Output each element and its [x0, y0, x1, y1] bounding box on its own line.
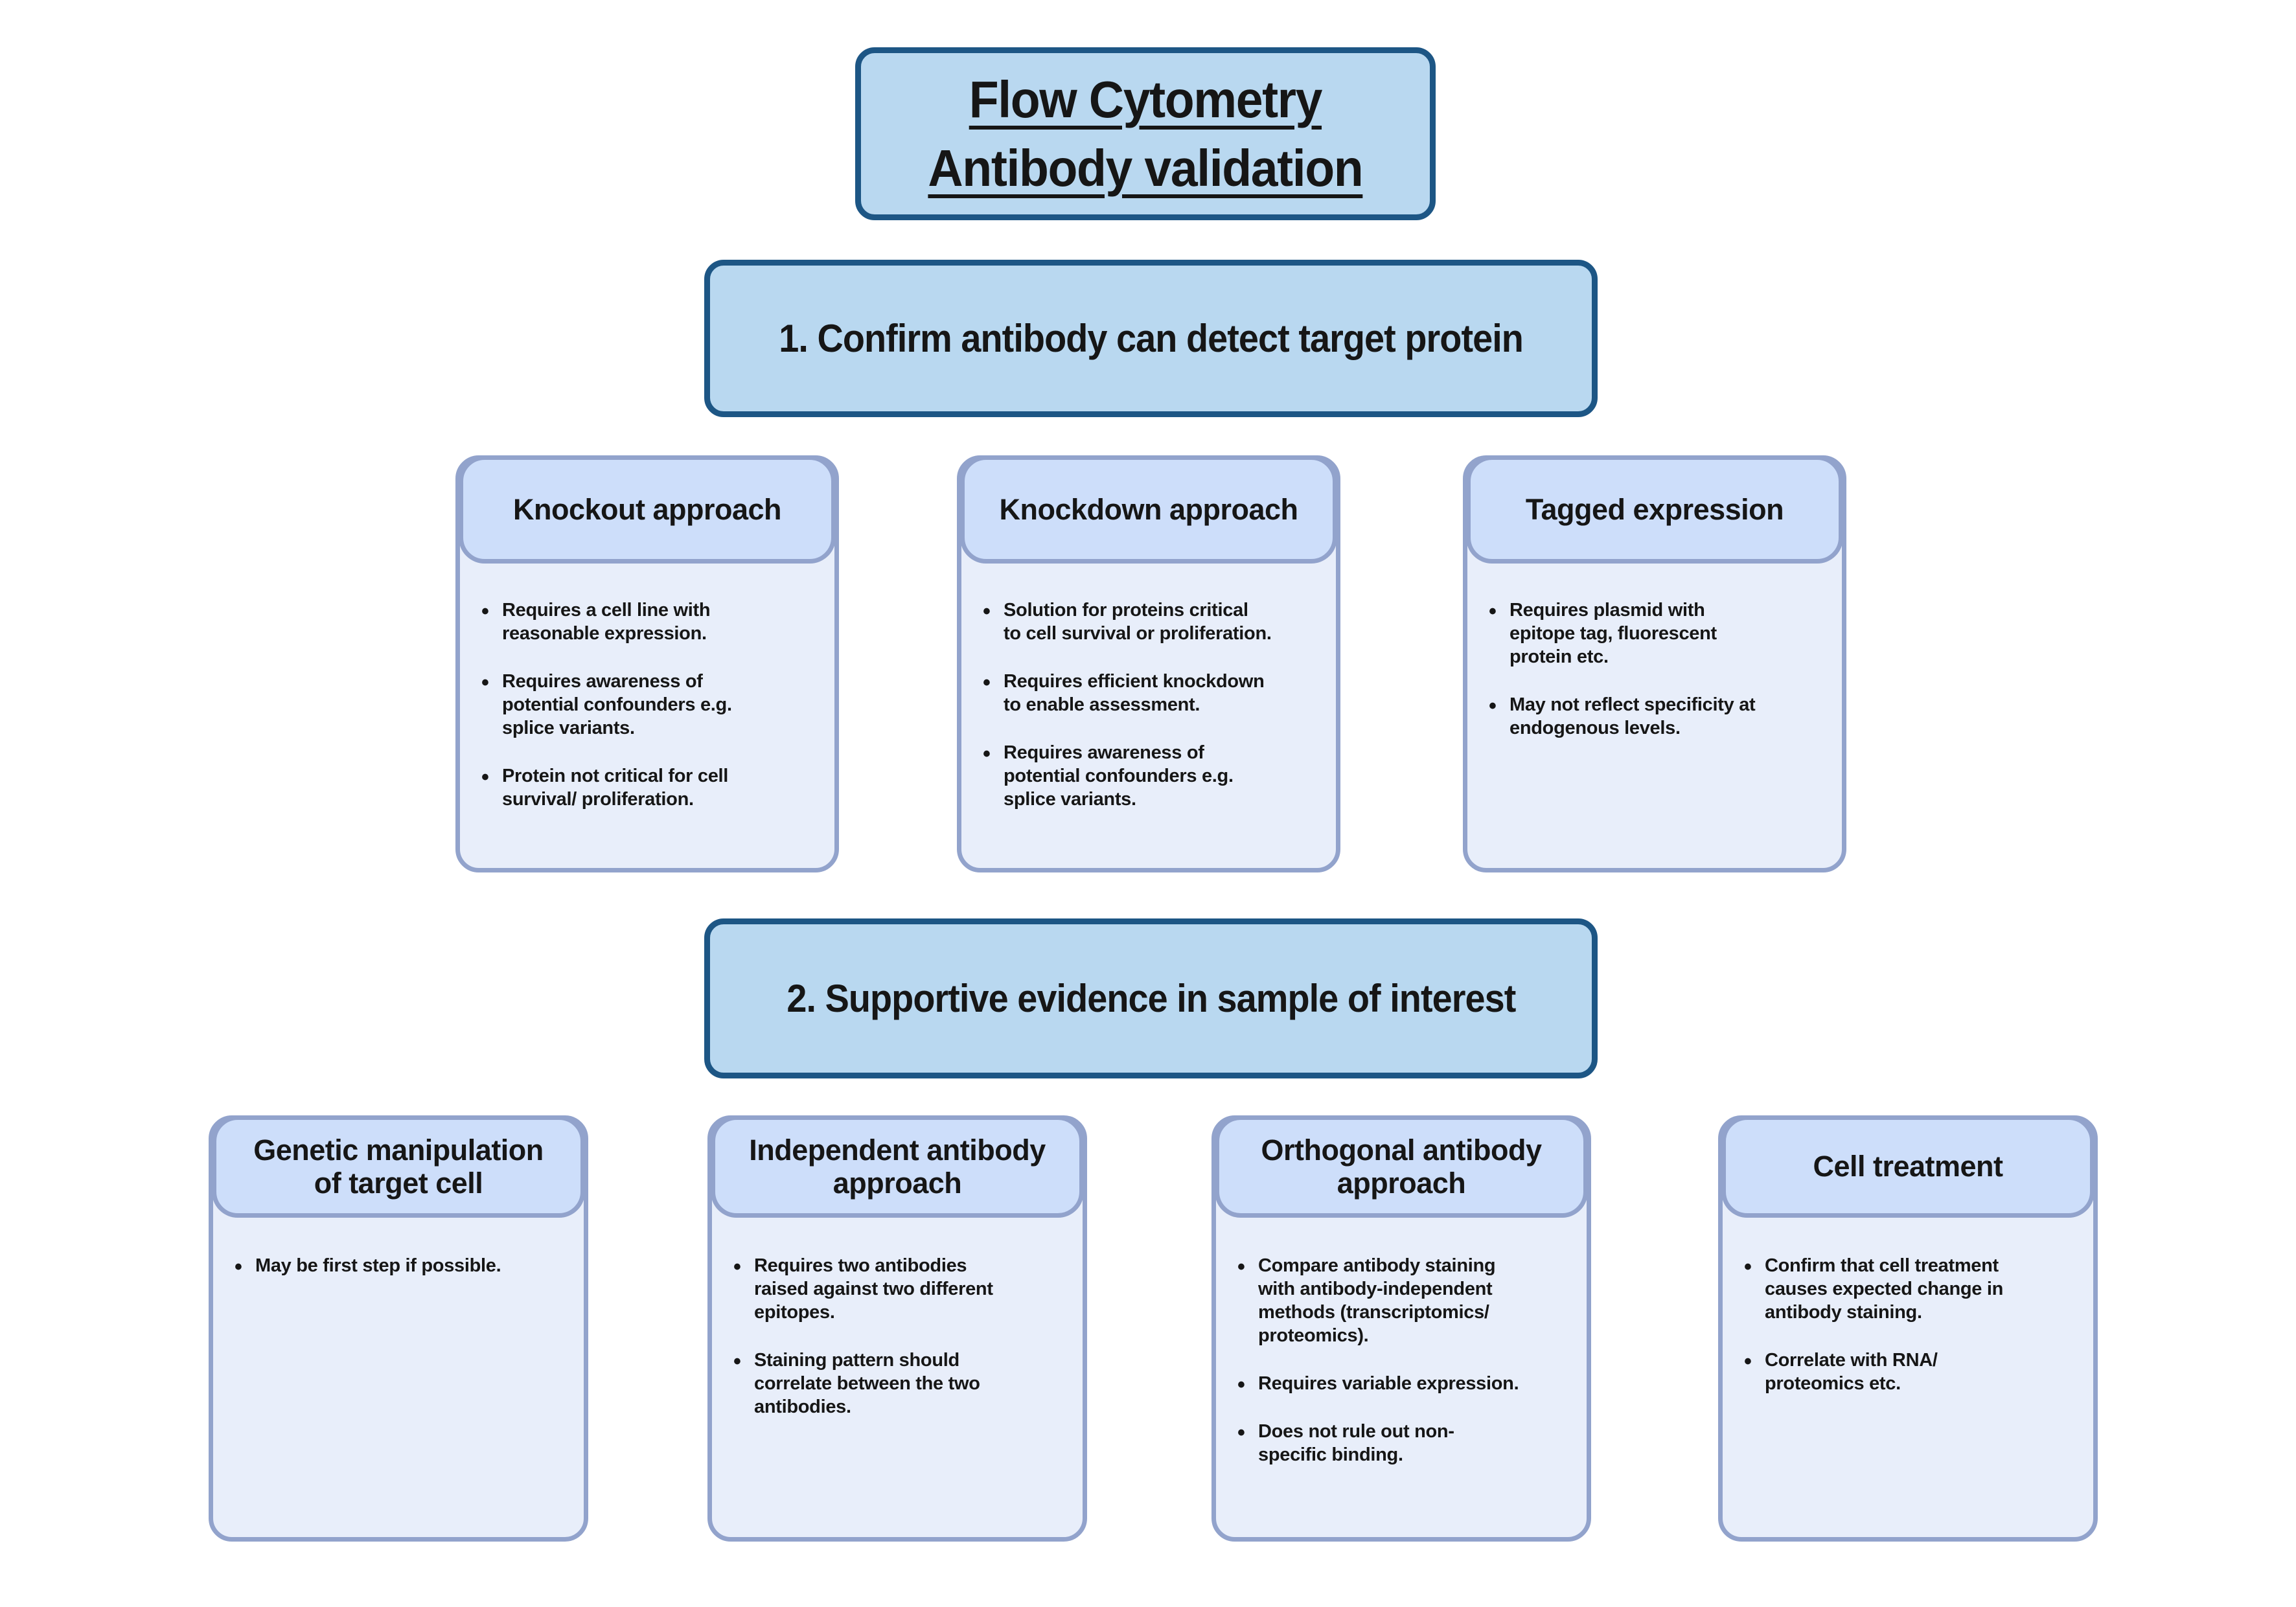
- card-knockout-approach: Knockout approach Requires a cell line w…: [455, 455, 839, 872]
- card-header: Tagged expression: [1466, 455, 1843, 564]
- card-orthogonal-antibody: Orthogonal antibody approach Compare ant…: [1211, 1115, 1591, 1542]
- bullet-list: Requires two antibodies raised against t…: [707, 1253, 1087, 1444]
- bullet-item: Protein not critical for cell survival/ …: [481, 764, 829, 812]
- section-1-label: 1. Confirm antibody can detect target pr…: [779, 317, 1524, 360]
- bullet-item: Requires efficient knockdown to enable a…: [983, 669, 1330, 717]
- bullet-item: Confirm that cell treatment causes expec…: [1744, 1253, 2087, 1325]
- bullet-item: Requires plasmid with epitope tag, fluor…: [1489, 598, 1836, 669]
- bullet-item: May be first step if possible.: [235, 1253, 578, 1281]
- card-knockdown-approach: Knockdown approach Solution for proteins…: [957, 455, 1340, 872]
- card-header-label: Orthogonal antibody approach: [1261, 1133, 1542, 1200]
- card-genetic-manipulation: Genetic manipulation of target cell May …: [209, 1115, 588, 1542]
- card-header: Genetic manipulation of target cell: [212, 1115, 585, 1218]
- diagram-title: Flow Cytometry Antibody validation: [928, 65, 1364, 202]
- bullet-item: Solution for proteins critical to cell s…: [983, 598, 1330, 646]
- bullet-list: Requires plasmid with epitope tag, fluor…: [1463, 598, 1846, 765]
- section-1-banner: 1. Confirm antibody can detect target pr…: [704, 260, 1598, 417]
- card-header: Cell treatment: [1721, 1115, 2095, 1218]
- title-line-2: Antibody validation: [928, 139, 1364, 197]
- bullet-list: Confirm that cell treatment causes expec…: [1718, 1253, 2098, 1420]
- title-box: Flow Cytometry Antibody validation: [855, 47, 1436, 220]
- bullet-list: Requires a cell line with reasonable exp…: [455, 598, 839, 836]
- card-cell-treatment: Cell treatment Confirm that cell treatme…: [1718, 1115, 2098, 1542]
- card-header-label: Cell treatment: [1813, 1150, 2003, 1183]
- bullet-item: Compare antibody staining with antibody-…: [1237, 1253, 1581, 1348]
- title-line-1: Flow Cytometry: [969, 70, 1323, 128]
- bullet-list: May be first step if possible.: [209, 1253, 588, 1303]
- bullet-list: Compare antibody staining with antibody-…: [1211, 1253, 1591, 1492]
- card-independent-antibody: Independent antibody approach Requires t…: [707, 1115, 1087, 1542]
- card-tagged-expression: Tagged expression Requires plasmid with …: [1463, 455, 1846, 872]
- bullet-item: Requires awareness of potential confound…: [983, 740, 1330, 812]
- card-header: Orthogonal antibody approach: [1215, 1115, 1588, 1218]
- bullet-item: Requires two antibodies raised against t…: [733, 1253, 1077, 1325]
- section-2-banner: 2. Supportive evidence in sample of inte…: [704, 918, 1598, 1078]
- bullet-item: May not reflect specificity at endogenou…: [1489, 692, 1836, 740]
- bullet-list: Solution for proteins critical to cell s…: [957, 598, 1340, 836]
- card-header-label: Genetic manipulation of target cell: [253, 1133, 544, 1200]
- bullet-item: Does not rule out non- specific binding.: [1237, 1419, 1581, 1467]
- card-header-label: Tagged expression: [1525, 492, 1784, 526]
- card-header: Independent antibody approach: [711, 1115, 1084, 1218]
- card-header-label: Knockdown approach: [999, 492, 1298, 526]
- card-header-label: Knockout approach: [512, 492, 782, 526]
- card-header: Knockdown approach: [960, 455, 1337, 564]
- card-header-label: Independent antibody approach: [749, 1133, 1046, 1200]
- card-header: Knockout approach: [459, 455, 836, 564]
- bullet-item: Requires a cell line with reasonable exp…: [481, 598, 829, 646]
- bullet-item: Staining pattern should correlate betwee…: [733, 1348, 1077, 1419]
- bullet-item: Requires variable expression.: [1237, 1371, 1581, 1398]
- bullet-item: Requires awareness of potential confound…: [481, 669, 829, 740]
- bullet-item: Correlate with RNA/ proteomics etc.: [1744, 1348, 2087, 1396]
- section-2-label: 2. Supportive evidence in sample of inte…: [786, 977, 1516, 1020]
